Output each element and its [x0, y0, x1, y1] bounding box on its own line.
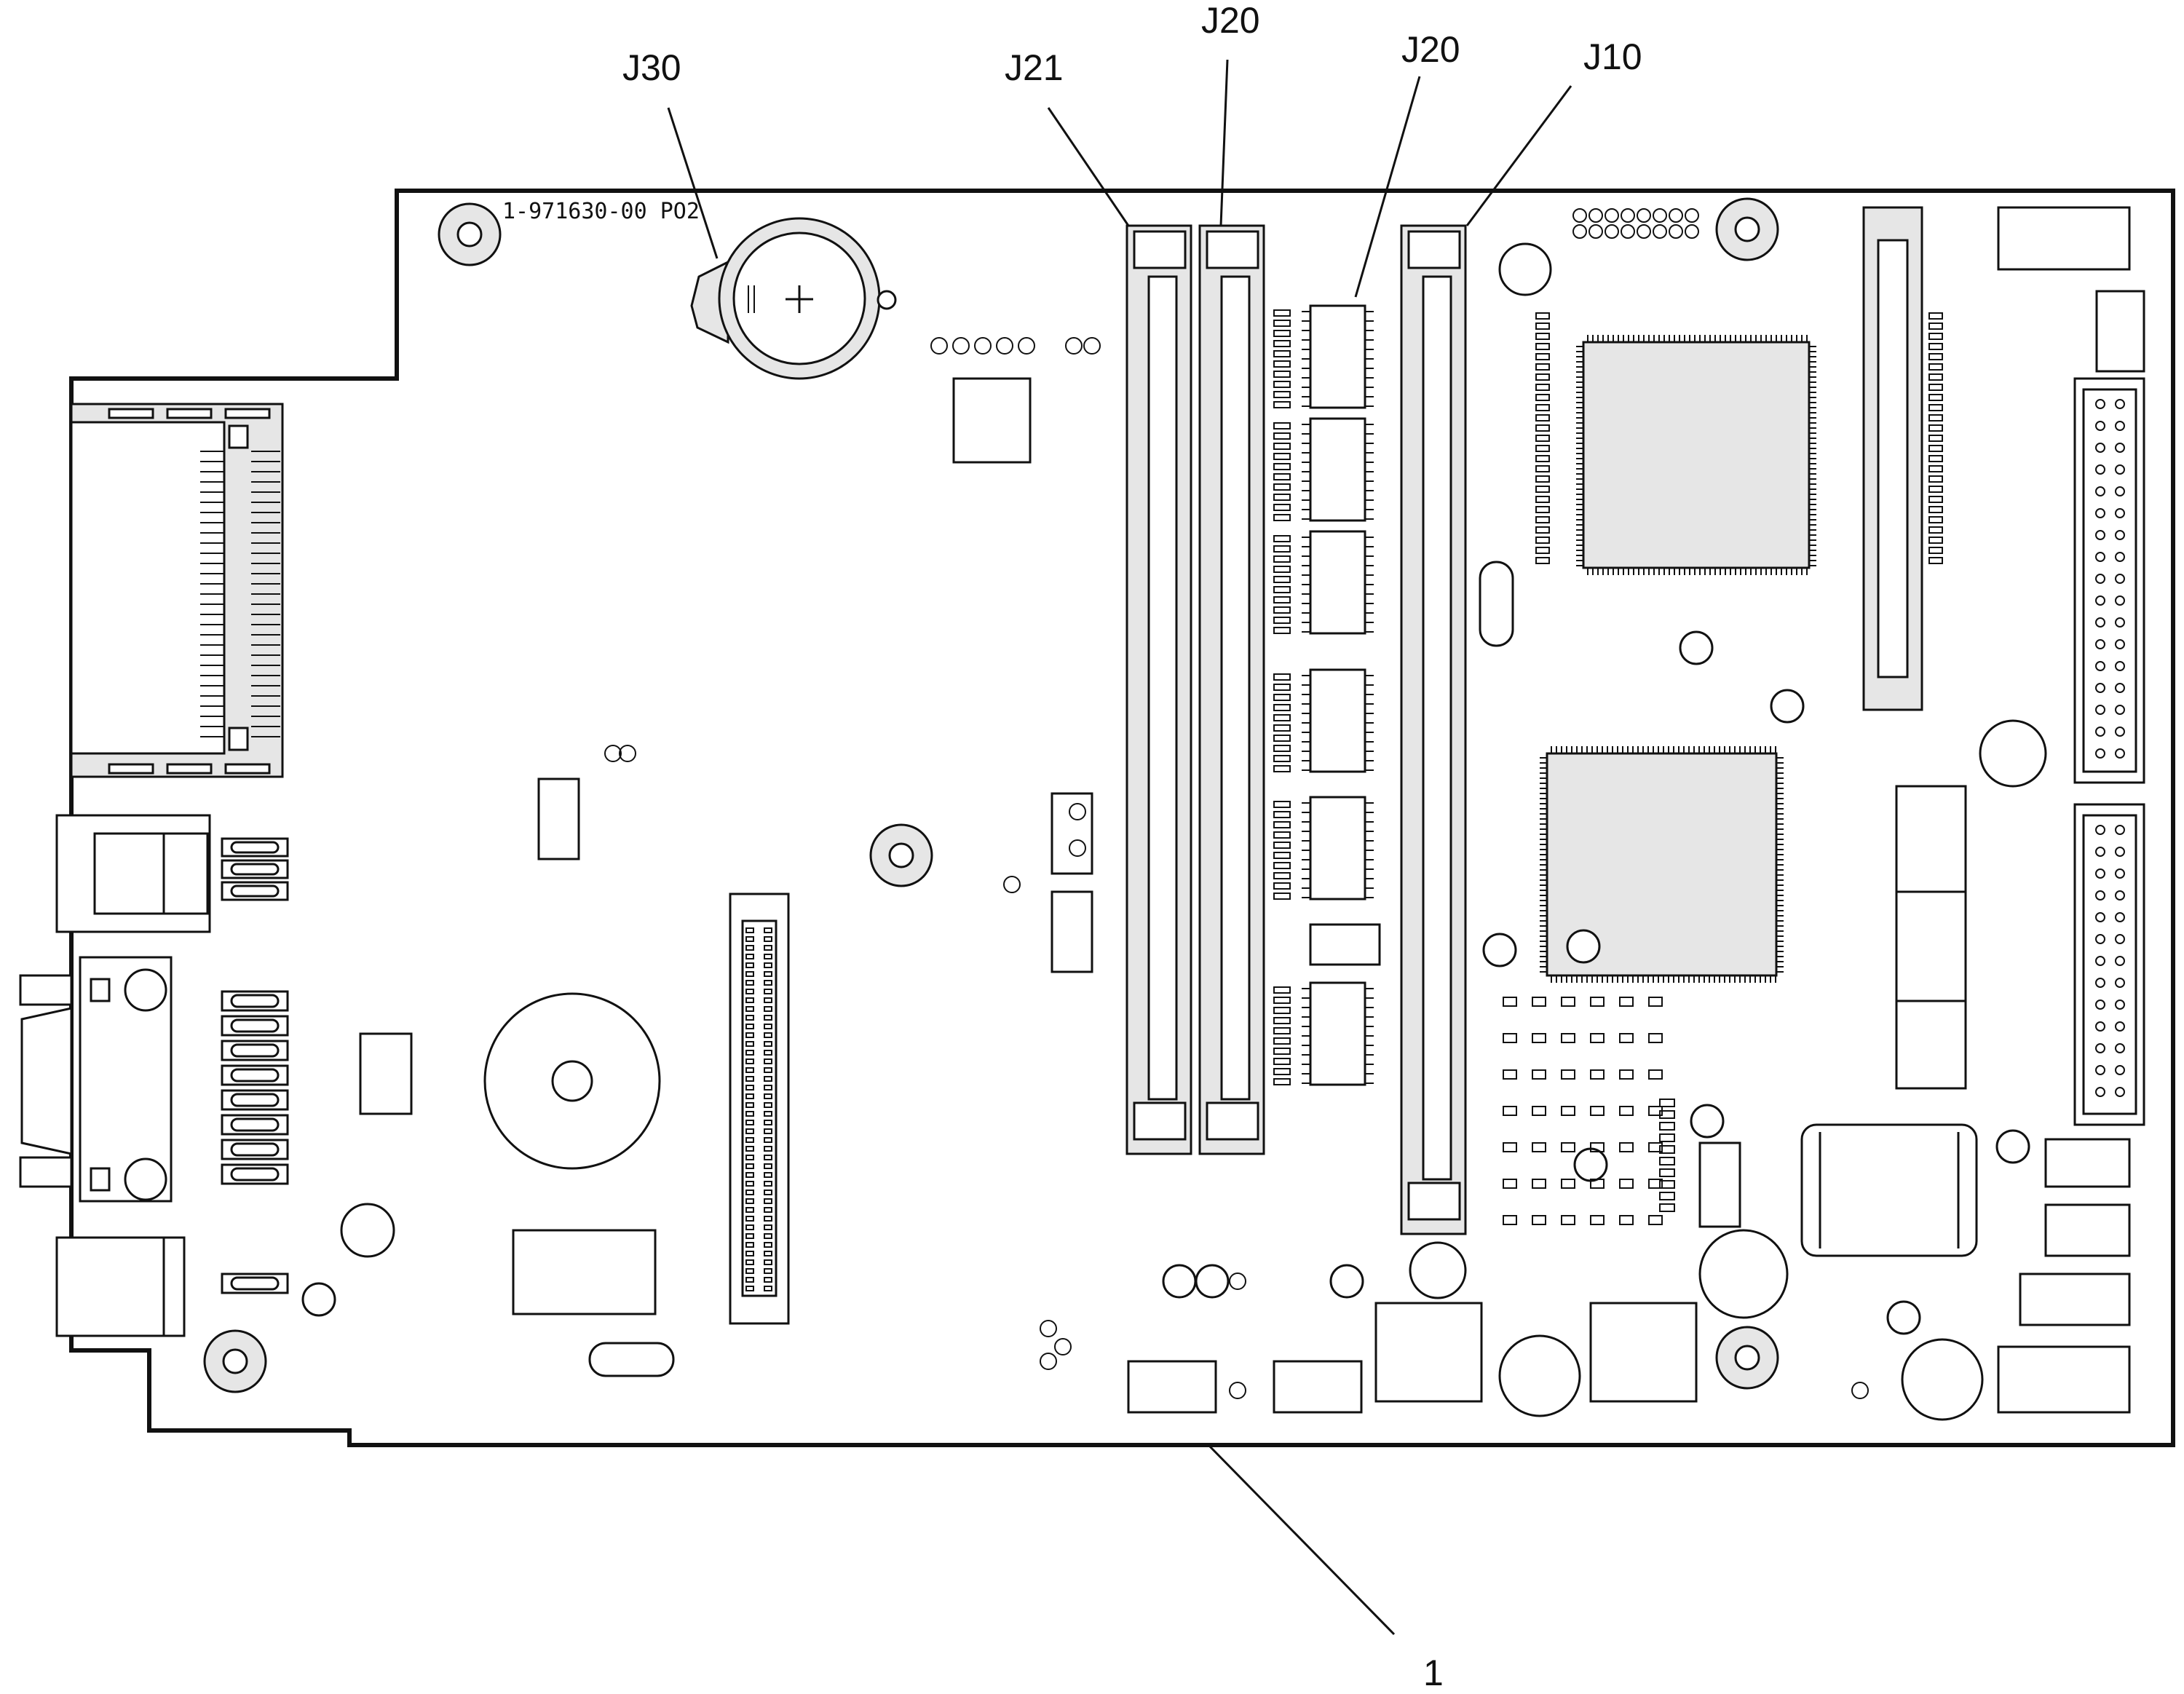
callout-j20-upper: J20 [1201, 0, 1260, 41]
center-ribbon-connector [729, 892, 790, 1325]
j21-memory-slot [1125, 224, 1192, 1155]
crystals [588, 561, 1514, 1377]
memory-chip-column [1273, 304, 1374, 1086]
passive-components [604, 208, 1943, 1399]
soic-chips [359, 377, 1967, 1315]
mounting-holes [203, 197, 1779, 1393]
callout-board: 1 [1423, 1653, 1444, 1693]
callout-j30: J30 [622, 47, 681, 88]
bottom-right-header [1997, 1345, 2131, 1414]
buzzer [483, 992, 661, 1170]
left-fuse-array [221, 837, 289, 1294]
bottom-connectors [1127, 1138, 2131, 1414]
compact-flash-slot [70, 403, 284, 778]
callout-leaders [667, 59, 1572, 1636]
ribbon-header-lower [2073, 803, 2145, 1126]
callout-j21: J21 [1005, 47, 1064, 88]
board-marking: 1-971630-00 PO2 [502, 199, 700, 224]
usb-connector [55, 1236, 186, 1337]
serial-port-connector [19, 956, 173, 1203]
callout-j20-lower: J20 [1401, 29, 1460, 70]
top-right-header [1997, 206, 2145, 373]
capacitors [301, 242, 2047, 1421]
ribbon-header-upper [2073, 377, 2145, 784]
cpu-chip [1582, 341, 1811, 569]
j20-memory-slot-upper [1198, 224, 1265, 1155]
j30-battery-holder [690, 217, 897, 380]
inductor [1800, 1123, 1978, 1257]
vertical-connector [1862, 206, 1923, 711]
pcb-outline [69, 189, 2175, 1447]
j10-memory-slot [1400, 224, 1467, 1235]
callout-j10: J10 [1583, 36, 1642, 77]
ethernet-jack [55, 814, 211, 933]
compact-flash-pins [200, 451, 280, 737]
